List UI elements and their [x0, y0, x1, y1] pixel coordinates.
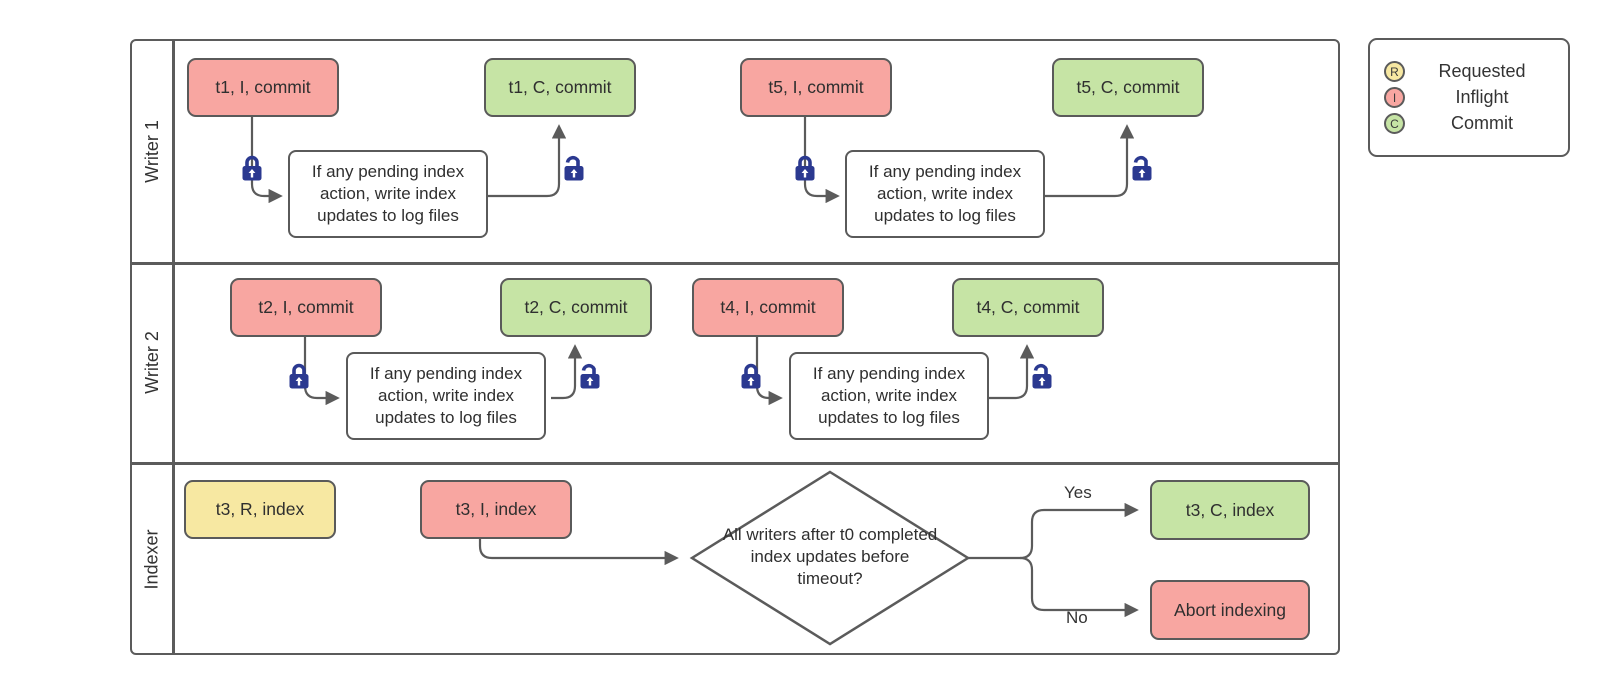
connector-decision-yes — [968, 502, 1139, 560]
node-t5-process-note: If any pending index action, write index… — [845, 150, 1045, 238]
connector-process-to-t1-commit — [488, 124, 567, 198]
node-t5-commit: t5, C, commit — [1052, 58, 1204, 117]
node-t2-inflight: t2, I, commit — [230, 278, 382, 337]
node-t5-inflight: t5, I, commit — [740, 58, 892, 117]
decision-label: All writers after t0 completed index upd… — [722, 525, 938, 589]
open-lock-icon — [564, 155, 584, 181]
node-t4-process-note: If any pending index action, write index… — [789, 352, 989, 440]
node-t2-commit: t2, C, commit — [500, 278, 652, 337]
legend-item-requested: R Requested — [1384, 61, 1554, 82]
swimlane-container: Writer 1 Writer 2 Indexer — [130, 39, 1340, 655]
decision-diamond — [689, 470, 971, 646]
node-t1-inflight: t1, I, commit — [187, 58, 339, 117]
connector-process-to-t2-commit — [551, 344, 583, 400]
closed-lock-icon — [795, 155, 815, 181]
legend: R Requested I Inflight C Commit — [1368, 38, 1570, 157]
branch-label-yes: Yes — [1064, 483, 1092, 502]
lane-label-column-divider — [172, 41, 175, 653]
open-lock-icon — [580, 363, 600, 389]
branch-label-no: No — [1066, 608, 1088, 627]
closed-lock-icon — [242, 155, 262, 181]
connector-t5-inflight-to-process — [803, 117, 840, 204]
connector-process-to-t5-commit — [1045, 124, 1135, 198]
closed-lock-icon — [741, 363, 761, 389]
legend-item-inflight: I Inflight — [1384, 87, 1554, 108]
legend-label: Commit — [1451, 113, 1513, 133]
connector-decision-no — [1019, 556, 1139, 618]
open-lock-icon — [1032, 363, 1052, 389]
open-lock-icon — [1132, 155, 1152, 181]
connector-t1-inflight-to-process — [250, 117, 283, 204]
node-t3-requested: t3, R, index — [184, 480, 336, 539]
node-t1-process-note: If any pending index action, write index… — [288, 150, 488, 238]
legend-item-commit: C Commit — [1384, 113, 1554, 134]
connector-process-to-t4-commit — [989, 344, 1035, 400]
node-t1-commit: t1, C, commit — [484, 58, 636, 117]
node-t2-process-note: If any pending index action, write index… — [346, 352, 546, 440]
closed-lock-icon — [289, 363, 309, 389]
requested-state-icon: R — [1384, 61, 1405, 82]
node-abort-indexing: Abort indexing — [1150, 580, 1310, 640]
connector-t3-inflight-to-decision — [478, 539, 679, 566]
lane-divider-writer2-indexer — [132, 462, 1338, 465]
node-t3-inflight: t3, I, index — [420, 480, 572, 539]
node-t4-inflight: t4, I, commit — [692, 278, 844, 337]
inflight-state-icon: I — [1384, 87, 1405, 108]
lane-divider-writer1-writer2 — [132, 262, 1338, 265]
legend-label: Inflight — [1455, 87, 1509, 107]
node-t4-commit: t4, C, commit — [952, 278, 1104, 337]
commit-state-icon: C — [1384, 113, 1405, 134]
legend-label: Requested — [1438, 61, 1526, 81]
node-t3-commit: t3, C, index — [1150, 480, 1310, 540]
